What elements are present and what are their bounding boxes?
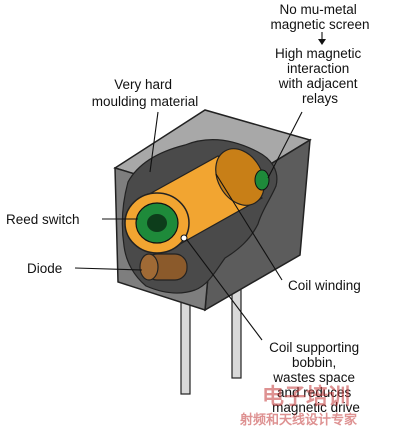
coil-back-end [215, 148, 265, 206]
label-coil-bobbin: Coil supporting bobbin, wastes space and… [269, 340, 363, 415]
pin-right [231, 281, 242, 379]
label-no-mu-metal: No mu-metal magnetic screen [270, 2, 369, 32]
watermark-line-2: 射频和天线设计专家 [239, 412, 358, 428]
bobbin-marker [180, 234, 188, 242]
leader-very-hard [149, 111, 159, 173]
coil-winding [124, 148, 270, 254]
arrow-head [318, 39, 326, 45]
pin-left [180, 295, 191, 395]
leader-lines [74, 32, 326, 341]
watermark-line-1: 电子培训 [262, 384, 350, 410]
label-diode: Diode [27, 261, 62, 276]
diode-end [139, 253, 159, 281]
label-coil-winding: Coil winding [288, 278, 361, 293]
leader-diode [74, 267, 143, 271]
leader-interaction [267, 111, 303, 179]
reed-switch-inner [147, 214, 167, 232]
diode [139, 253, 188, 281]
watermark: 电子培训 射频和天线设计专家 [239, 384, 358, 428]
label-high-interaction: High magnetic interaction with adjacent … [275, 46, 365, 106]
leader-bobbin [186, 239, 263, 341]
reed-switch-rear [254, 169, 270, 191]
leader-coil-winding [215, 173, 283, 281]
label-very-hard: Very hard moulding material [92, 77, 199, 109]
label-reed-switch: Reed switch [6, 212, 80, 227]
